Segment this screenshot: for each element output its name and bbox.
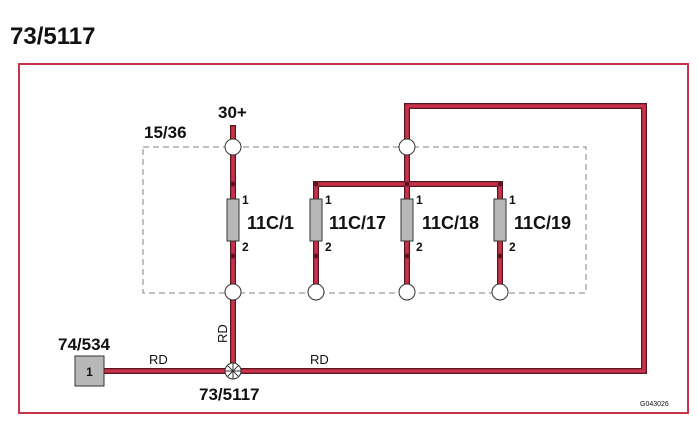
fuse-name-11c-18: 11C/18 xyxy=(422,213,479,233)
junction-dot xyxy=(313,181,319,187)
fuse-name-11c-19: 11C/19 xyxy=(514,213,571,233)
page-title: 73/5117 xyxy=(10,23,95,50)
pin-dot xyxy=(404,253,410,259)
pin-dot xyxy=(230,253,236,259)
wires xyxy=(101,103,647,374)
fuse-11c-1-body xyxy=(226,198,240,242)
supply-label: 30+ xyxy=(218,103,247,122)
wire-color-right: RD xyxy=(310,352,329,367)
terminals xyxy=(224,138,509,301)
pin-1-label: 1 xyxy=(509,193,516,207)
wire-color-vertical: RD xyxy=(215,324,230,343)
wire-color-left: RD xyxy=(149,352,168,367)
fusebox-outline xyxy=(142,146,587,294)
terminal-bottom-18 xyxy=(398,283,416,301)
splice-label: 73/5117 xyxy=(199,385,260,404)
fuse-11c-18-body xyxy=(400,198,414,242)
fuse-bodies xyxy=(226,198,507,242)
diagram-frame xyxy=(18,63,689,414)
bus-junctions xyxy=(313,181,503,187)
connector-label: 74/534 xyxy=(58,335,111,354)
pin-dot xyxy=(497,253,503,259)
fuse-11c-19-body xyxy=(493,198,507,242)
wire-right-rd xyxy=(236,104,646,373)
fuse-name-11c-1: 11C/1 xyxy=(247,213,294,233)
fuse-11c-17-body xyxy=(309,198,323,242)
pin-2-label: 2 xyxy=(509,240,516,254)
pin-1-label: 1 xyxy=(242,193,249,207)
pin-dot xyxy=(230,181,236,187)
fuse-pin-dots xyxy=(230,181,503,259)
pin-2-label: 2 xyxy=(325,240,332,254)
terminal-bottom-19 xyxy=(491,283,509,301)
connector-pin: 1 xyxy=(86,365,93,379)
terminal-top-bus xyxy=(398,138,416,156)
pin-1-label: 1 xyxy=(416,193,423,207)
fuse-name-11c-17: 11C/17 xyxy=(329,213,386,233)
pin-dot xyxy=(313,253,319,259)
pin-2-label: 2 xyxy=(416,240,423,254)
terminal-top-30 xyxy=(224,138,242,156)
connector-74-534-box xyxy=(74,355,105,387)
splice-icon xyxy=(224,362,242,380)
pin-2-label: 2 xyxy=(242,240,249,254)
junction-dot xyxy=(497,181,503,187)
image-code: G043026 xyxy=(640,401,669,408)
fusebox-label: 15/36 xyxy=(144,123,187,142)
pin-1-label: 1 xyxy=(325,193,332,207)
terminal-bottom-1 xyxy=(224,283,242,301)
junction-dot xyxy=(404,181,410,187)
terminal-bottom-17 xyxy=(307,283,325,301)
